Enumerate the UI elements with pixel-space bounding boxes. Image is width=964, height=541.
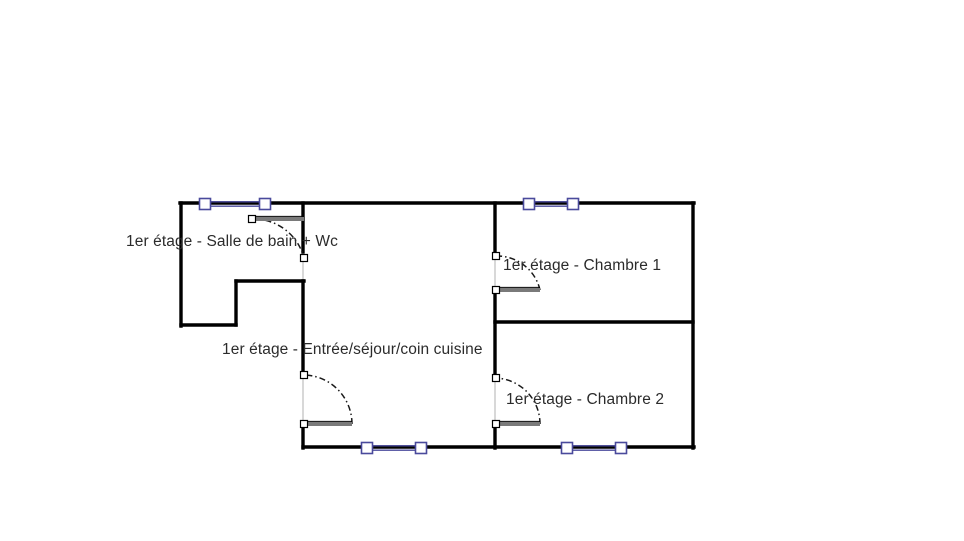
window-chambre2-bottom xyxy=(560,441,628,455)
room-label-chambre-2: 1er étage - Chambre 2 xyxy=(506,391,665,408)
window-bathroom-top xyxy=(198,197,272,211)
window-chambre1-top xyxy=(522,197,580,211)
window-sejour-bottom-jamb-0 xyxy=(360,441,374,455)
door-salle-de-bain-node-1 xyxy=(247,214,257,224)
window-chambre1-top-jamb-0 xyxy=(522,197,536,211)
window-chambre2-bottom-jamb-1 xyxy=(614,441,628,455)
window-bathroom-top-jamb-1 xyxy=(258,197,272,211)
window-bathroom-top-jamb-0 xyxy=(198,197,212,211)
door-chambre-2 xyxy=(491,373,541,429)
room-label-salle-de-bain-wc: 1er étage - Salle de bain + Wc xyxy=(126,233,338,250)
door-entree-sejour-swing-arc xyxy=(303,374,353,425)
door-entree-sejour-node-0 xyxy=(299,370,309,380)
window-sejour-bottom-jamb-1 xyxy=(414,441,428,455)
door-layer xyxy=(247,214,541,429)
window-layer xyxy=(198,197,628,455)
door-chambre-1-node-1 xyxy=(491,285,501,295)
door-chambre-1-swing-arc xyxy=(495,255,541,291)
window-sejour-bottom xyxy=(360,441,428,455)
window-chambre1-top-jamb-1 xyxy=(566,197,580,211)
door-salle-de-bain xyxy=(247,214,309,263)
door-salle-de-bain-node-0 xyxy=(299,253,309,263)
opening-gap-layer xyxy=(302,252,496,424)
door-chambre-2-node-0 xyxy=(491,373,501,383)
door-chambre-1-node-0 xyxy=(491,251,501,261)
door-chambre-1 xyxy=(491,251,541,295)
room-label-chambre-1: 1er étage - Chambre 1 xyxy=(503,257,662,274)
door-entree-sejour-node-1 xyxy=(299,419,309,429)
door-chambre-2-node-1 xyxy=(491,419,501,429)
door-entree-sejour xyxy=(299,370,353,429)
room-label-entree-sejour-coin-cuisine: 1er étage - Entrée/séjour/coin cuisine xyxy=(222,341,483,358)
window-chambre2-bottom-jamb-0 xyxy=(560,441,574,455)
